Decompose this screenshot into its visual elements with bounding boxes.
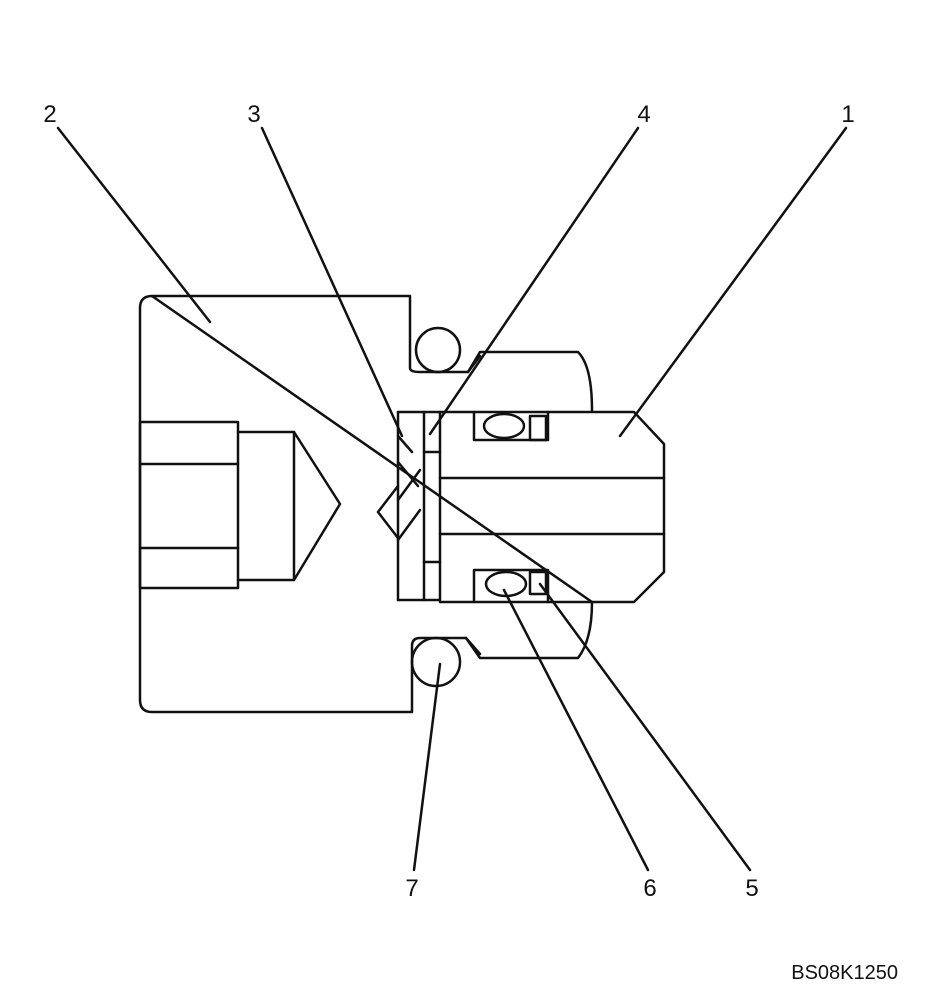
leader-6 (502, 588, 650, 872)
callout-5: 5 (745, 875, 758, 902)
backup-ring-upper (528, 414, 548, 442)
washer-disc (422, 410, 442, 602)
callout-4: 4 (637, 101, 650, 128)
port-thread-block (138, 420, 240, 590)
outer-o-ring-lower (410, 636, 462, 688)
leader-3 (260, 126, 404, 438)
leader-2 (56, 126, 212, 324)
valve-seat-hatching (376, 434, 422, 542)
plug-cap (438, 410, 666, 604)
leader-7 (412, 662, 442, 872)
callout-3: 3 (247, 101, 260, 128)
callout-6: 6 (643, 875, 656, 902)
plug-groove-upper (472, 410, 550, 442)
leader-5 (538, 582, 752, 872)
valve-seat (396, 410, 426, 602)
backup-ring-lower (528, 570, 548, 596)
drilled-bore (236, 430, 342, 582)
callout-7: 7 (405, 875, 418, 902)
callout-2: 2 (43, 101, 56, 128)
leader-4 (428, 126, 640, 436)
plug-groove-lower (472, 568, 550, 604)
figure-code: BS08K1250 (791, 962, 898, 984)
collar-inner-edge (464, 354, 482, 656)
leader-1 (618, 126, 848, 438)
callout-1: 1 (841, 101, 854, 128)
outer-o-ring-upper (414, 326, 462, 374)
o-ring-upper (482, 412, 526, 440)
